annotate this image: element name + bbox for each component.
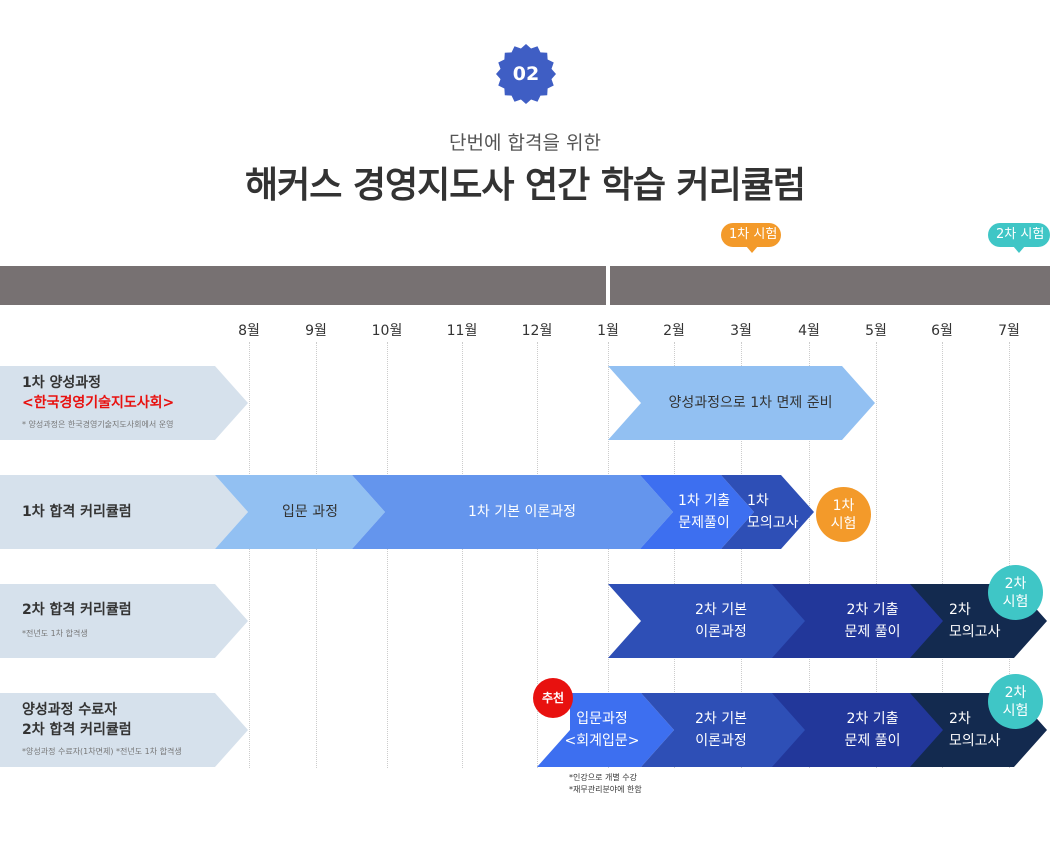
step-label-line: 2차 기출	[846, 711, 899, 727]
year-bar-next	[610, 266, 1050, 305]
second-exam-circle: 2차 시험	[988, 674, 1043, 729]
step-label: 2차 모의고사	[949, 584, 1029, 658]
step-label-line: 2차	[949, 602, 971, 618]
month-label: 6월	[931, 323, 953, 339]
month-label: 3월	[730, 323, 752, 339]
second-exam-tag-pointer	[1013, 246, 1025, 253]
step-label-line: 1차 기출	[678, 493, 730, 509]
step-label: 2차 기출 문제 풀이	[800, 584, 945, 658]
accounting-intro-step: 입문과정 <회계입문>	[537, 693, 677, 767]
recommend-badge: 추천	[533, 678, 573, 718]
first-basic-theory-step: 1차 기본 이론과정	[352, 475, 676, 549]
step-label-line: 2차 기출	[846, 602, 899, 618]
second-exam-tag: 2차 시험	[988, 223, 1050, 247]
step-label: 1차 기본 이론과정	[468, 504, 576, 520]
circle-label-line: 2차	[1004, 575, 1027, 592]
step-label-line: 문제 풀이	[844, 624, 901, 640]
subtitle: 단번에 합격을 위한	[449, 132, 601, 154]
row-label-graduate-curriculum: 양성과정 수료자 2차 합격 커리큘럼 *양성과정 수료자(1차면제) *전년도…	[0, 693, 250, 767]
step-label-line: 모의고사	[747, 515, 799, 531]
month-label: 7월	[998, 323, 1020, 339]
step-label-line: 1차	[747, 493, 769, 509]
row-note: *양성과정 수료자(1차면제) *전년도 1차 합격생	[22, 747, 182, 756]
step-label: 1차 모의고사	[747, 475, 817, 549]
month-label: 4월	[798, 323, 820, 339]
row-title: 2차 합격 커리큘럼	[22, 602, 132, 618]
first-mock-exam-step: 1차 모의고사	[721, 475, 817, 549]
row-label-training-course: 1차 양성과정 <한국경영기술지도사회> * 양성과정은 한국경영기술지도사회에…	[0, 366, 250, 440]
circle-label-line: 시험	[1002, 702, 1029, 719]
month-gridline	[876, 342, 877, 768]
month-gridline	[387, 342, 388, 768]
row-title: 1차 양성과정	[22, 375, 102, 391]
circle-label-line: 시험	[1002, 593, 1029, 610]
step-label: 2차 기본 이론과정	[641, 693, 801, 767]
step-badge-shape	[496, 44, 556, 104]
step-label-line: 모의고사	[949, 733, 1001, 749]
step-label: 2차 모의고사	[949, 693, 1029, 767]
step-label-line: 문제 풀이	[844, 733, 901, 749]
step-label: 입문과정 <회계입문>	[562, 693, 642, 767]
step-label: 입문 과정	[282, 504, 338, 520]
month-label: 5월	[865, 323, 887, 339]
training-exemption-bar: 양성과정으로 1차 면제 준비	[608, 366, 878, 440]
second-past-exam-step: 2차 기출 문제 풀이	[772, 584, 950, 658]
row-label-first-curriculum: 1차 합격 커리큘럼	[0, 475, 250, 549]
month-gridline	[316, 342, 317, 768]
circle-label-line: 1차	[832, 497, 855, 514]
step-label-line: 문제풀이	[678, 515, 730, 531]
step-number: 02	[512, 63, 540, 85]
month-label: 11월	[446, 323, 478, 339]
first-exam-tag: 1차 시험	[721, 223, 781, 247]
month-gridline	[608, 342, 609, 768]
row-note: *전년도 1차 합격생	[22, 629, 88, 638]
month-gridline	[249, 342, 250, 768]
month-gridline	[462, 342, 463, 768]
footnote: *재무관리분야에 한함	[569, 785, 642, 794]
first-past-exam-step: 1차 기출 문제풀이	[640, 475, 757, 549]
second-basic-theory-step: 2차 기본 이론과정	[608, 584, 812, 658]
row-label-second-curriculum: 2차 합격 커리큘럼 *전년도 1차 합격생	[0, 584, 250, 658]
month-label: 2월	[663, 323, 685, 339]
first-exam-circle: 1차 시험	[816, 487, 871, 542]
step-label-line: 이론과정	[695, 733, 747, 749]
bar-label: 양성과정으로 1차 면제 준비	[668, 395, 833, 411]
month-gridline	[537, 342, 538, 768]
step-label: 2차 기출 문제 풀이	[800, 693, 945, 767]
step-label-line: 모의고사	[949, 624, 1001, 640]
step-label-line: 이론과정	[695, 624, 747, 640]
circle-label-line: 시험	[830, 515, 857, 532]
step-label: 1차 기출 문제풀이	[665, 475, 743, 549]
year-bar-current	[0, 266, 606, 305]
second-basic-theory-step: 2차 기본 이론과정	[641, 693, 812, 767]
row-title: 2차 합격 커리큘럼	[22, 722, 132, 738]
month-label: 10월	[371, 323, 403, 339]
row-title: 양성과정 수료자	[22, 702, 118, 718]
page-title: 해커스 경영지도사 연간 학습 커리큘럼	[244, 165, 806, 206]
circle-label-line: 2차	[1004, 684, 1027, 701]
row-note: * 양성과정은 한국경영기술지도사회에서 운영	[22, 420, 174, 429]
first-exam-tag-pointer	[746, 246, 758, 253]
row-organization: <한국경영기술지도사회>	[22, 395, 175, 411]
second-exam-circle: 2차 시험	[988, 565, 1043, 620]
step-label: 2차 기본 이론과정	[636, 584, 806, 658]
intro-course-step: 입문 과정	[215, 475, 388, 549]
second-past-exam-step: 2차 기출 문제 풀이	[772, 693, 950, 767]
step-label-line: 2차 기본	[695, 602, 747, 618]
step-label-line: 입문과정	[576, 711, 628, 727]
month-label: 12월	[521, 323, 553, 339]
month-label: 8월	[238, 323, 260, 339]
month-gridline	[809, 342, 810, 768]
month-label: 1월	[597, 323, 619, 339]
row-title: 1차 합격 커리큘럼	[22, 504, 132, 520]
step-label-line: 2차 기본	[695, 711, 747, 727]
footnote: *인강으로 개별 수강	[569, 773, 637, 782]
month-label: 9월	[305, 323, 327, 339]
step-label-line: <회계입문>	[564, 733, 640, 749]
month-gridline	[741, 342, 742, 768]
month-gridline	[1009, 342, 1010, 768]
step-label-line: 2차	[949, 711, 971, 727]
month-gridline	[942, 342, 943, 768]
month-gridline	[674, 342, 675, 768]
